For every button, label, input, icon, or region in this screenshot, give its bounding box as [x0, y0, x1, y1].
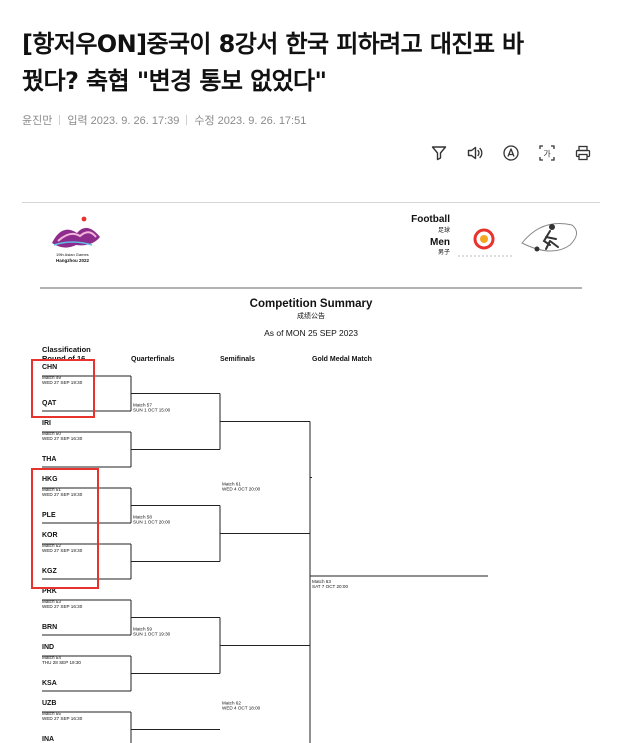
- team-name: CHN: [42, 364, 57, 371]
- match-number: Match 49: [42, 375, 61, 380]
- team-name: HKG: [42, 476, 58, 483]
- team-name: KSA: [42, 680, 57, 687]
- match-time: WED 4 OCT 18:00: [222, 706, 261, 711]
- translate-icon: 가: [539, 145, 555, 161]
- modified-time: 수정 2023. 9. 26. 17:51: [194, 115, 307, 127]
- team-name: INA: [42, 736, 54, 743]
- team-name: PLE: [42, 512, 56, 519]
- divider: [186, 115, 188, 125]
- headline-line-1: [항저우ON]중국이 8강서 한국 피하려고 대진표 바: [22, 30, 524, 58]
- print-button[interactable]: [573, 143, 593, 163]
- match-number: Match 50: [42, 431, 61, 436]
- match-number: Match 52: [42, 543, 61, 548]
- match-time: SUN 1 OCT 20:00: [133, 520, 171, 525]
- logo-wave: [52, 227, 100, 248]
- match-number: Match 51: [42, 487, 61, 492]
- font-size-button[interactable]: [501, 143, 521, 163]
- team-name: KGZ: [42, 568, 58, 575]
- logo-caption-1: 19th Asian Games: [56, 252, 89, 257]
- football-pictogram: [521, 223, 577, 252]
- olympic-council-emblem: [458, 228, 514, 257]
- sport-label-cn: 足球: [438, 226, 450, 234]
- round16-header-line1: Classification: [42, 345, 91, 354]
- match-time: WED 27 SEP 16:30: [42, 716, 83, 721]
- logo-caption-2: Hangzhou 2022: [56, 258, 90, 263]
- qf-header: Quarterfinals: [131, 356, 175, 363]
- match-time: WED 27 SEP 19:30: [42, 380, 83, 385]
- gender-label-cn: 男子: [438, 249, 450, 256]
- document-title: Competition Summary: [250, 298, 373, 310]
- team-name: KOR: [42, 532, 58, 539]
- audio-button[interactable]: [465, 143, 485, 163]
- filter-icon: [431, 146, 447, 161]
- match-time: WED 27 SEP 19:30: [42, 492, 83, 497]
- bracket-document-image: 19th Asian Games Hangzhou 2022 Football …: [22, 202, 600, 743]
- round16-header-line2: Round of 16: [42, 354, 85, 363]
- sport-label: Football: [411, 214, 450, 225]
- highlight-box-chn-qat: [31, 359, 95, 418]
- font-size-icon: [503, 145, 519, 161]
- filter-button[interactable]: [429, 143, 449, 163]
- highlight-box-hkg-kgz: [31, 468, 99, 589]
- logo-wave-line: [53, 241, 93, 246]
- match-number: Match 57: [133, 403, 152, 408]
- team-name: THA: [42, 456, 56, 463]
- team-name: IRI: [42, 420, 51, 427]
- team-name: BRN: [42, 624, 57, 631]
- match-number: Match 53: [42, 599, 61, 604]
- article-headline: [항저우ON]중국이 8강서 한국 피하려고 대진표 바 꿨다? 축협 "변경 …: [22, 26, 618, 100]
- team-name: PRK: [42, 588, 57, 595]
- byline: 윤진만 입력 2023. 9. 26. 17:39 수정 2023. 9. 26. …: [22, 112, 306, 128]
- as-of-date: As of MON 25 SEP 2023: [264, 328, 358, 338]
- translate-button[interactable]: 가: [537, 143, 557, 163]
- document-title-cn: 成绩公告: [297, 311, 325, 320]
- match-time: WED 27 SEP 19:30: [42, 548, 83, 553]
- final-header: Gold Medal Match: [312, 356, 372, 363]
- logo-dot: [81, 216, 87, 222]
- sf-header: Semifinals: [220, 356, 255, 363]
- headline-line-2: 꿨다? 축협 "변경 통보 없었다": [22, 67, 327, 95]
- print-icon: [575, 145, 591, 161]
- match-number: Match 62: [222, 701, 241, 706]
- speaker-icon: [467, 146, 483, 160]
- team-name: UZB: [42, 700, 56, 707]
- team-name: IND: [42, 644, 54, 651]
- match-time: THU 28 SEP 19:30: [42, 660, 81, 665]
- gender-label: Men: [430, 237, 450, 248]
- match-number: Match 61: [222, 482, 241, 487]
- divider: [59, 115, 61, 125]
- match-number: Match 55: [42, 711, 61, 716]
- asian-games-logo: 19th Asian Games Hangzhou 2022: [52, 216, 100, 263]
- translate-glyph: 가: [543, 150, 551, 159]
- match-time: SUN 1 OCT 15:00: [133, 408, 171, 413]
- match-time: SAT 7 OCT 20:00: [312, 584, 348, 589]
- author-name[interactable]: 윤진만: [22, 115, 53, 127]
- bracket-document: 19th Asian Games Hangzhou 2022 Football …: [31, 214, 582, 743]
- match-number: Match 54: [42, 655, 61, 660]
- match-number: Match 58: [133, 515, 152, 520]
- team-name: QAT: [42, 400, 57, 407]
- article-toolbar: 가: [429, 143, 593, 163]
- match-time: SUN 1 OCT 19:30: [133, 632, 171, 637]
- logo-wave-line: [57, 231, 97, 242]
- highlight-boxes: [31, 359, 99, 589]
- match-number: Match 59: [133, 627, 152, 632]
- published-time: 입력 2023. 9. 26. 17:39: [67, 115, 180, 127]
- match-time: WED 4 OCT 20:00: [222, 487, 261, 492]
- match-time: WED 27 SEP 16:30: [42, 436, 83, 441]
- match-number: Match 63: [312, 579, 331, 584]
- match-time: WED 27 SEP 16:30: [42, 604, 83, 609]
